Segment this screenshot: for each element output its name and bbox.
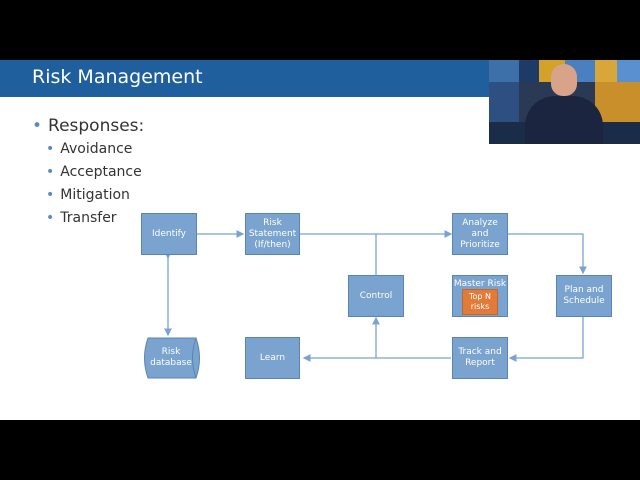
bullet-heading: •Responses: xyxy=(32,116,144,136)
slide: Risk Management •Responses: •Avoidance •… xyxy=(0,60,640,420)
control-box: Control xyxy=(348,275,404,317)
bullet-dot-icon: • xyxy=(46,187,55,203)
bullet-heading-text: Responses: xyxy=(48,116,145,136)
analyze-box: Analyze and Prioritize xyxy=(452,213,508,255)
presenter-webcam xyxy=(489,60,640,144)
control-label: Control xyxy=(359,290,393,301)
learn-label: Learn xyxy=(259,352,286,363)
top-n-label: Top N risks xyxy=(468,292,492,311)
diagram-connectors xyxy=(144,230,587,379)
track-label: Track and Report xyxy=(458,347,502,368)
top-n-risks-box: Top N risks xyxy=(462,289,498,315)
analyze-label: Analyze and Prioritize xyxy=(460,217,500,250)
arrow-plan-to-track xyxy=(508,317,584,362)
master-risk-label: Master Risk xyxy=(453,279,507,289)
learn-box: Learn xyxy=(245,337,300,379)
bullet-item-text: Avoidance xyxy=(60,141,133,157)
slide-title: Risk Management xyxy=(32,66,203,88)
plan-box: Plan and Schedule xyxy=(556,275,612,317)
bullet-item: • Acceptance xyxy=(46,164,142,180)
identify-box: Identify xyxy=(141,213,197,255)
arrow-analyze-to-plan xyxy=(508,233,587,275)
bullet-dot-icon: • xyxy=(46,141,55,157)
risk-database-label: Risk database xyxy=(150,347,192,368)
bullet-item-text: Acceptance xyxy=(60,164,142,180)
identify-label: Identify xyxy=(152,228,186,239)
bullet-item: • Transfer xyxy=(46,210,117,226)
bullet-item-text: Transfer xyxy=(60,210,117,226)
master-risk-box: Master Risk xyxy=(452,275,508,317)
risk-statement-box: Risk Statement (If/then) xyxy=(245,213,300,255)
track-box: Track and Report xyxy=(452,337,508,379)
bullet-dot-icon: • xyxy=(46,210,55,226)
bullet-dot-icon: • xyxy=(46,164,55,180)
bullet-item: • Avoidance xyxy=(46,141,132,157)
presenter-body xyxy=(525,96,603,144)
bullet-item-text: Mitigation xyxy=(60,187,130,203)
plan-label: Plan and Schedule xyxy=(563,285,605,306)
presenter-head xyxy=(551,64,577,96)
bullet-item: • Mitigation xyxy=(46,187,130,203)
risk-statement-label: Risk Statement (If/then) xyxy=(248,217,297,250)
bullet-dot-icon: • xyxy=(32,116,43,136)
